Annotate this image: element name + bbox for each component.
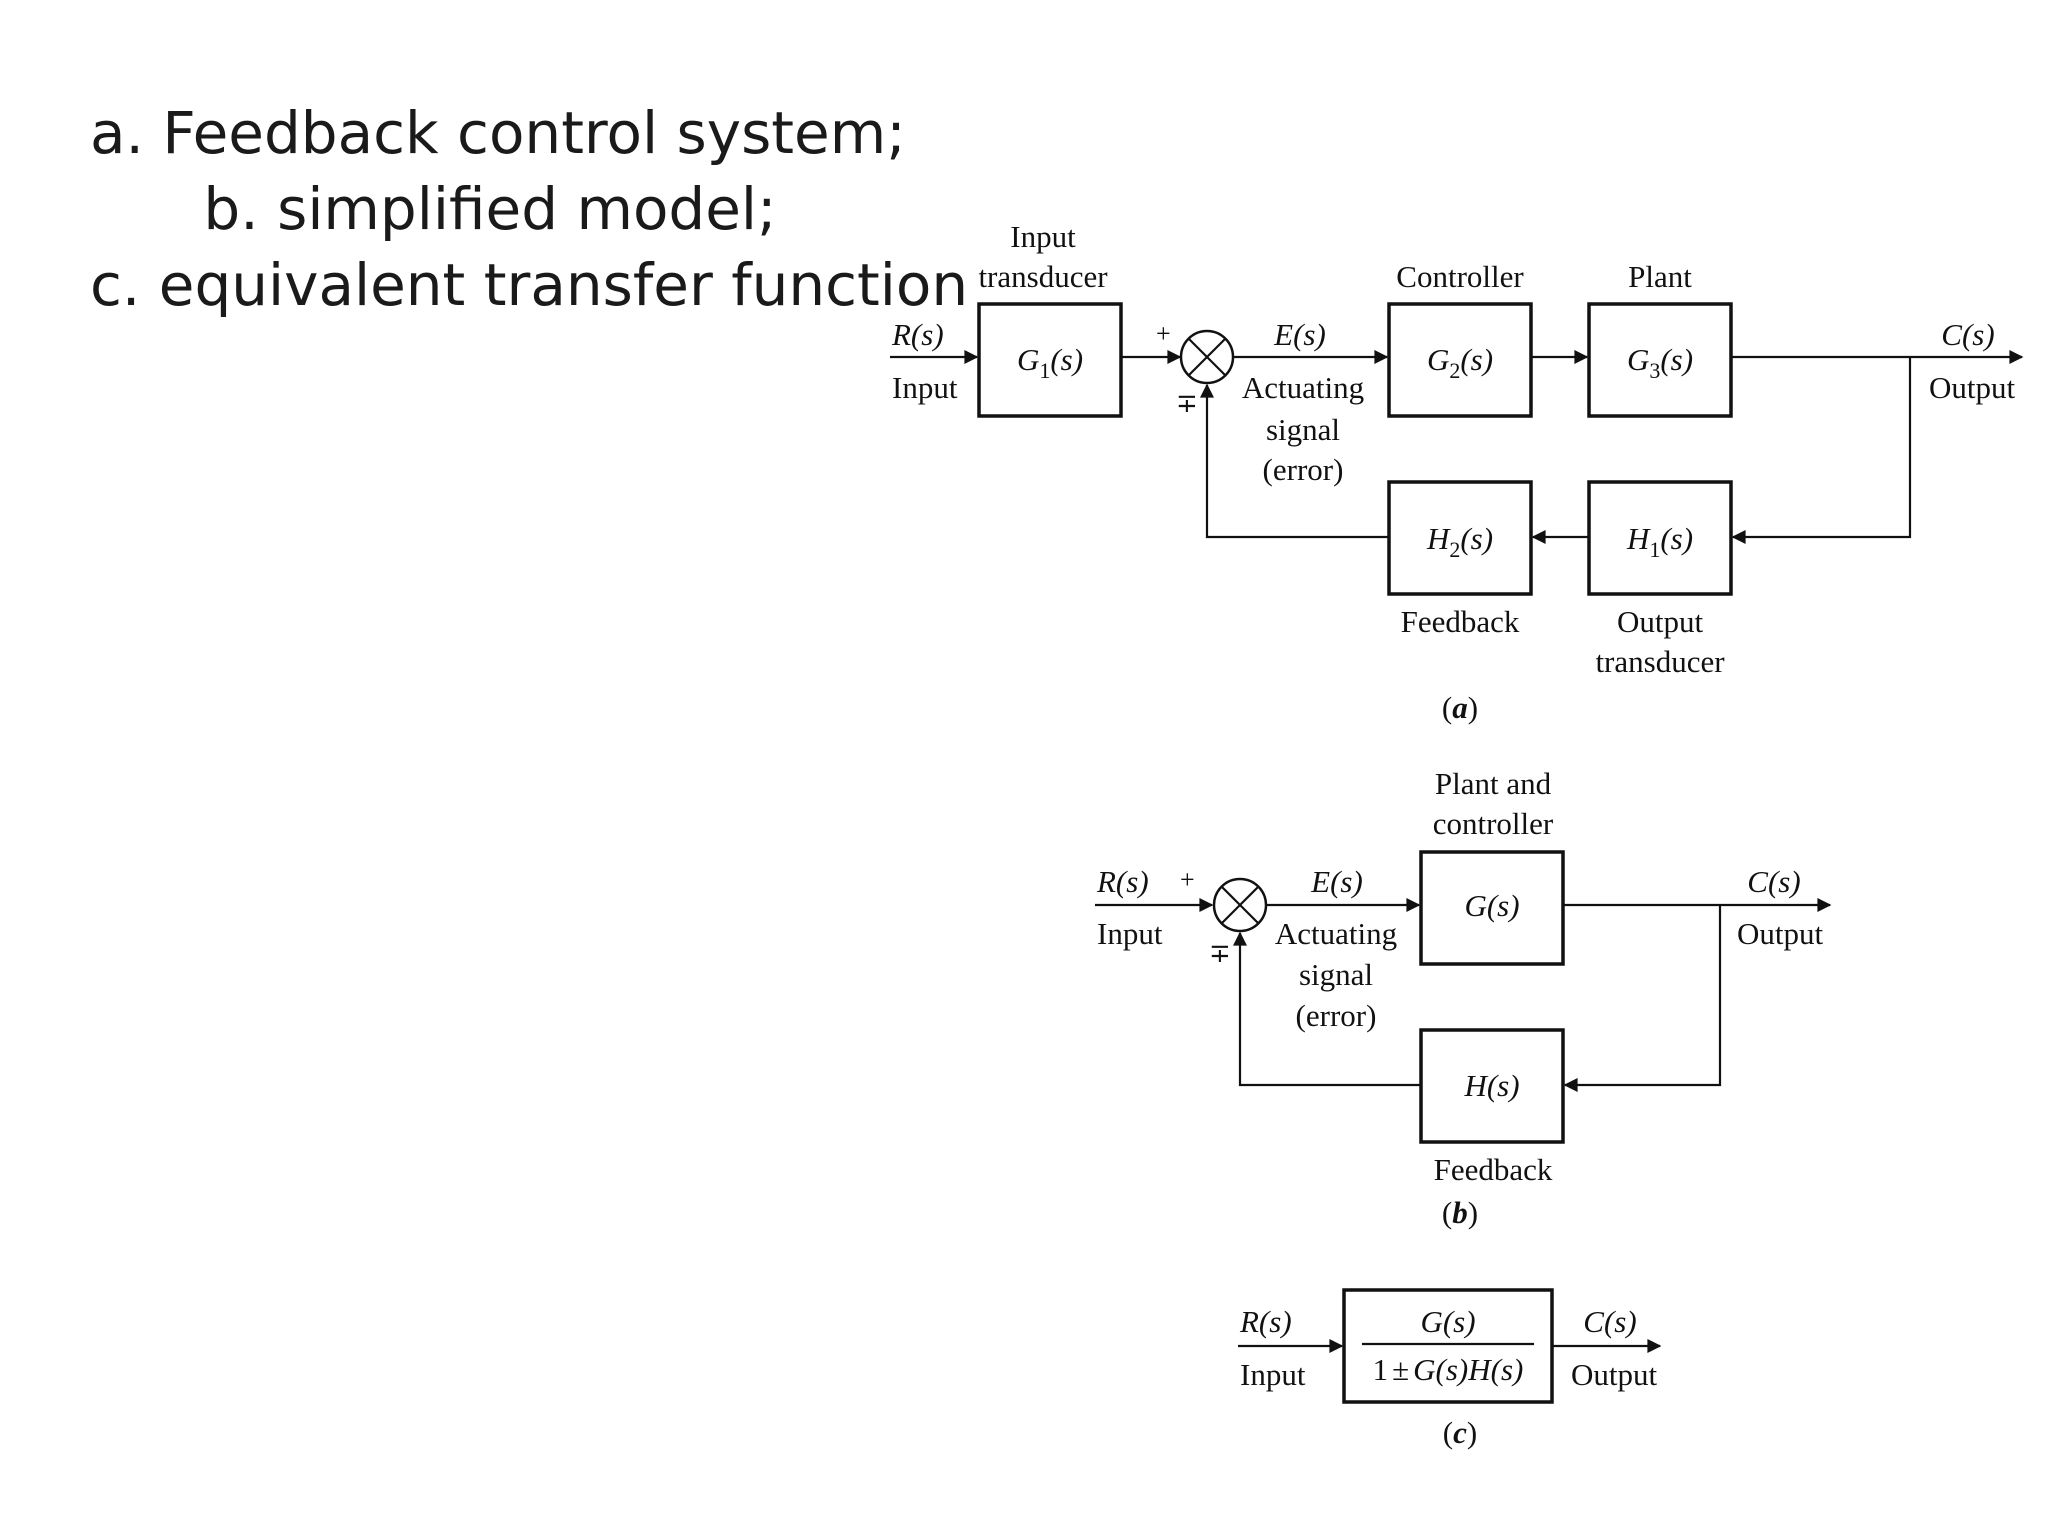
input-signal-a: R(s) <box>891 317 944 352</box>
actuating-label-b-3: (error) <box>1296 998 1377 1033</box>
slide-caption: a. Feedback control system; b. simplifie… <box>90 95 969 323</box>
minus-plus-sign-b: ∓ <box>1209 939 1231 968</box>
summing-junction-b <box>1212 877 1268 933</box>
diagram-b-tag: (b) <box>1442 1195 1478 1230</box>
output-label-c: Output <box>1571 1357 1658 1392</box>
actuating-label-a-3: (error) <box>1263 452 1344 487</box>
wire-output-h <box>1563 905 1722 1092</box>
tf-denominator: 1±G(s)H(s) <box>1373 1352 1524 1387</box>
h1-label: H1(s) <box>1626 521 1693 562</box>
input-label-a: Input <box>892 370 958 405</box>
caption-line-c: c. equivalent transfer function <box>90 251 969 319</box>
controller-label: Controller <box>1396 259 1524 294</box>
plant-label: Plant <box>1628 259 1692 294</box>
diagram-c-tag: (c) <box>1443 1415 1477 1450</box>
plus-sign-a: + <box>1156 319 1171 348</box>
input-label-b: Input <box>1097 916 1163 951</box>
g3-label: G3(s) <box>1627 342 1693 383</box>
error-signal-a: E(s) <box>1273 317 1326 352</box>
plant-controller-label-2: controller <box>1433 806 1554 841</box>
feedback-label-b: Feedback <box>1434 1152 1553 1187</box>
g1-label: G1(s) <box>1017 342 1083 383</box>
input-signal-c: R(s) <box>1239 1304 1292 1339</box>
minus-plus-sign-a: ∓ <box>1176 389 1198 418</box>
output-signal-b: C(s) <box>1747 864 1800 899</box>
diagram-a-tag: (a) <box>1442 690 1478 725</box>
diagram-c: R(s) Input G(s) 1±G(s)H(s) C(s) Output (… <box>1238 1288 1662 1450</box>
actuating-label-a-2: signal <box>1266 412 1340 447</box>
g2-block <box>1387 302 1533 418</box>
output-label-b: Output <box>1737 916 1824 951</box>
summing-junction-a <box>1179 329 1235 385</box>
actuating-label-b-1: Actuating <box>1275 916 1397 951</box>
wire-h2-sum <box>1200 383 1389 539</box>
wire-output-h1 <box>1731 357 1912 544</box>
feedback-label-a: Feedback <box>1401 604 1520 639</box>
tf-numerator: G(s) <box>1420 1304 1475 1339</box>
actuating-label-a-1: Actuating <box>1242 370 1364 405</box>
error-signal-b: E(s) <box>1310 864 1363 899</box>
h-label: H(s) <box>1463 1068 1519 1103</box>
actuating-label-b-2: signal <box>1299 957 1373 992</box>
input-transducer-label-2: transducer <box>978 259 1108 294</box>
h2-label: H2(s) <box>1426 521 1493 562</box>
g1-block <box>977 302 1123 418</box>
wire-h-sum <box>1233 931 1421 1087</box>
caption-line-b: b. simplified model; <box>203 175 777 243</box>
g3-block <box>1587 302 1733 418</box>
g2-label: G2(s) <box>1427 342 1493 383</box>
input-label-c: Input <box>1240 1357 1306 1392</box>
diagram-a: Input transducer Controller Plant R(s) I… <box>890 219 2024 725</box>
diagram-b: Plant and controller R(s) Input + ∓ E(s)… <box>1095 766 1832 1230</box>
g-label: G(s) <box>1464 888 1519 923</box>
plant-controller-label-1: Plant and <box>1435 766 1552 801</box>
output-signal-a: C(s) <box>1941 317 1994 352</box>
input-transducer-label-1: Input <box>1010 219 1076 254</box>
output-transducer-label-2: transducer <box>1595 644 1725 679</box>
caption-line-a: a. Feedback control system; <box>90 99 906 167</box>
output-signal-c: C(s) <box>1583 1304 1636 1339</box>
output-transducer-label-1: Output <box>1617 604 1704 639</box>
input-signal-b: R(s) <box>1096 864 1149 899</box>
plus-sign-b: + <box>1180 865 1195 894</box>
g-block <box>1419 850 1565 966</box>
output-label-a: Output <box>1929 370 2016 405</box>
